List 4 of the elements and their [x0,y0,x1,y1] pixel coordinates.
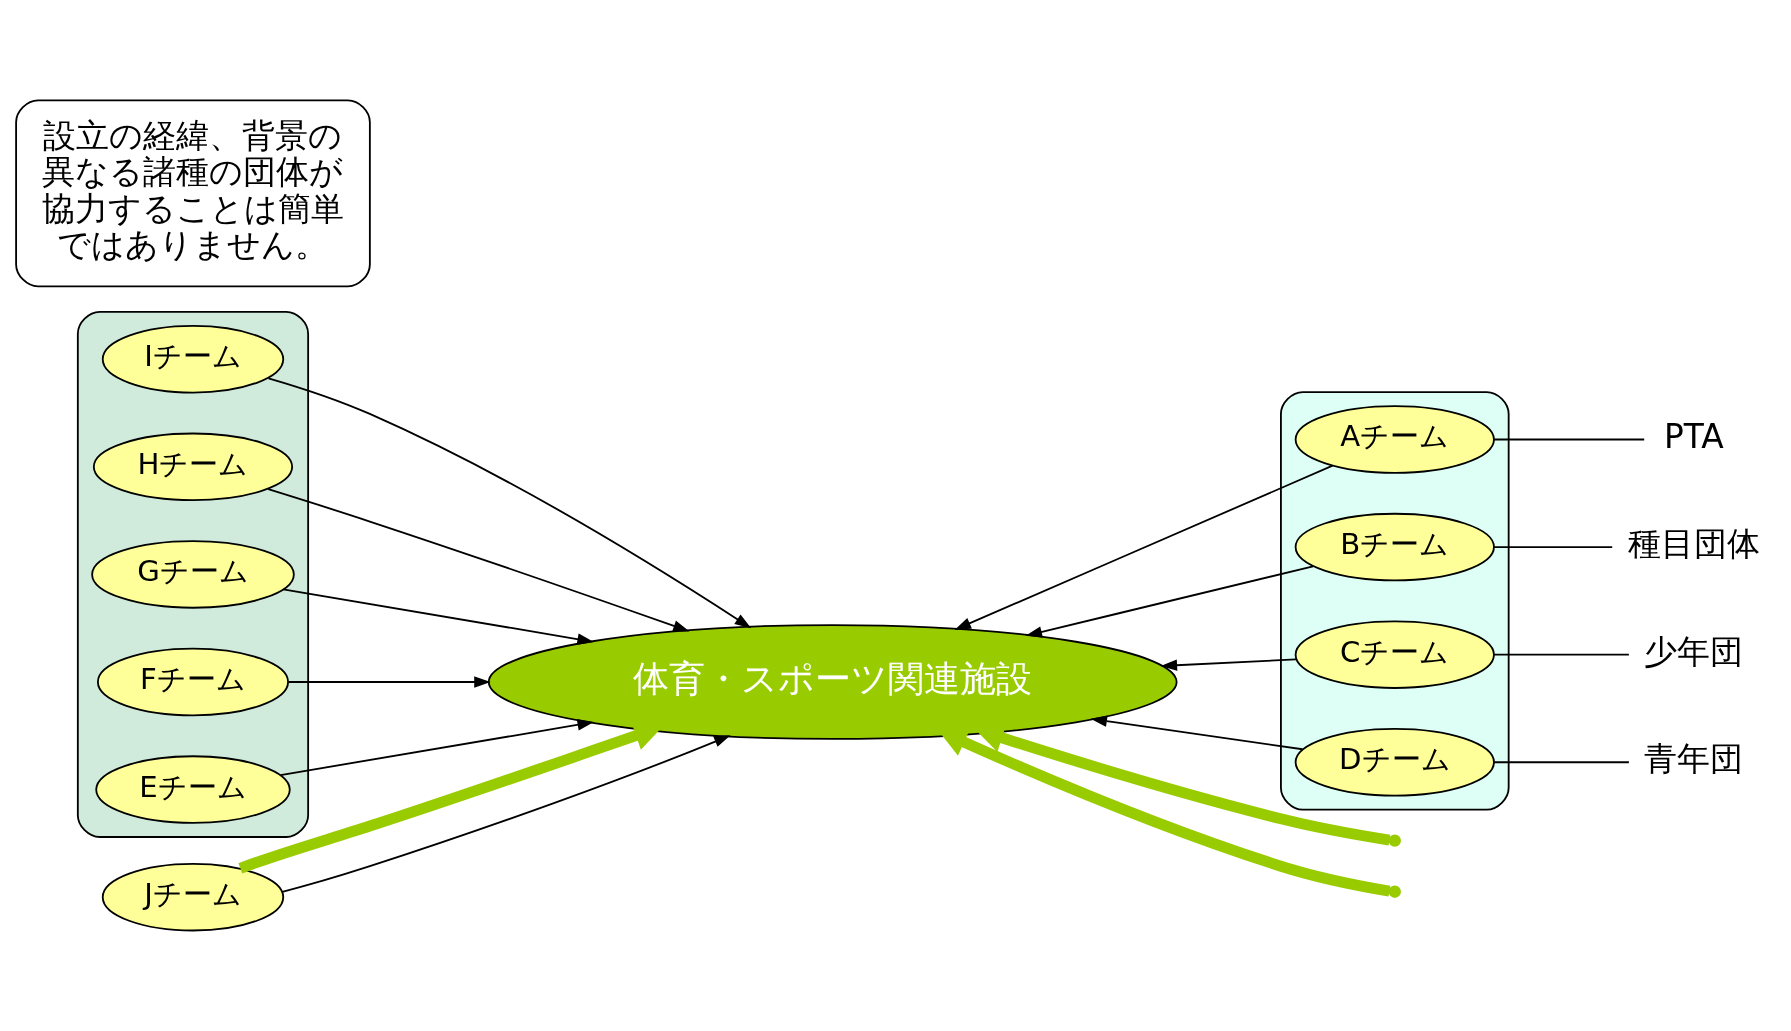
node-text: 青年団 [1644,740,1744,779]
node-text: 種目団体 [1627,525,1760,564]
node-text: PTA [1663,417,1724,456]
node-text: 少年団 [1644,632,1744,671]
